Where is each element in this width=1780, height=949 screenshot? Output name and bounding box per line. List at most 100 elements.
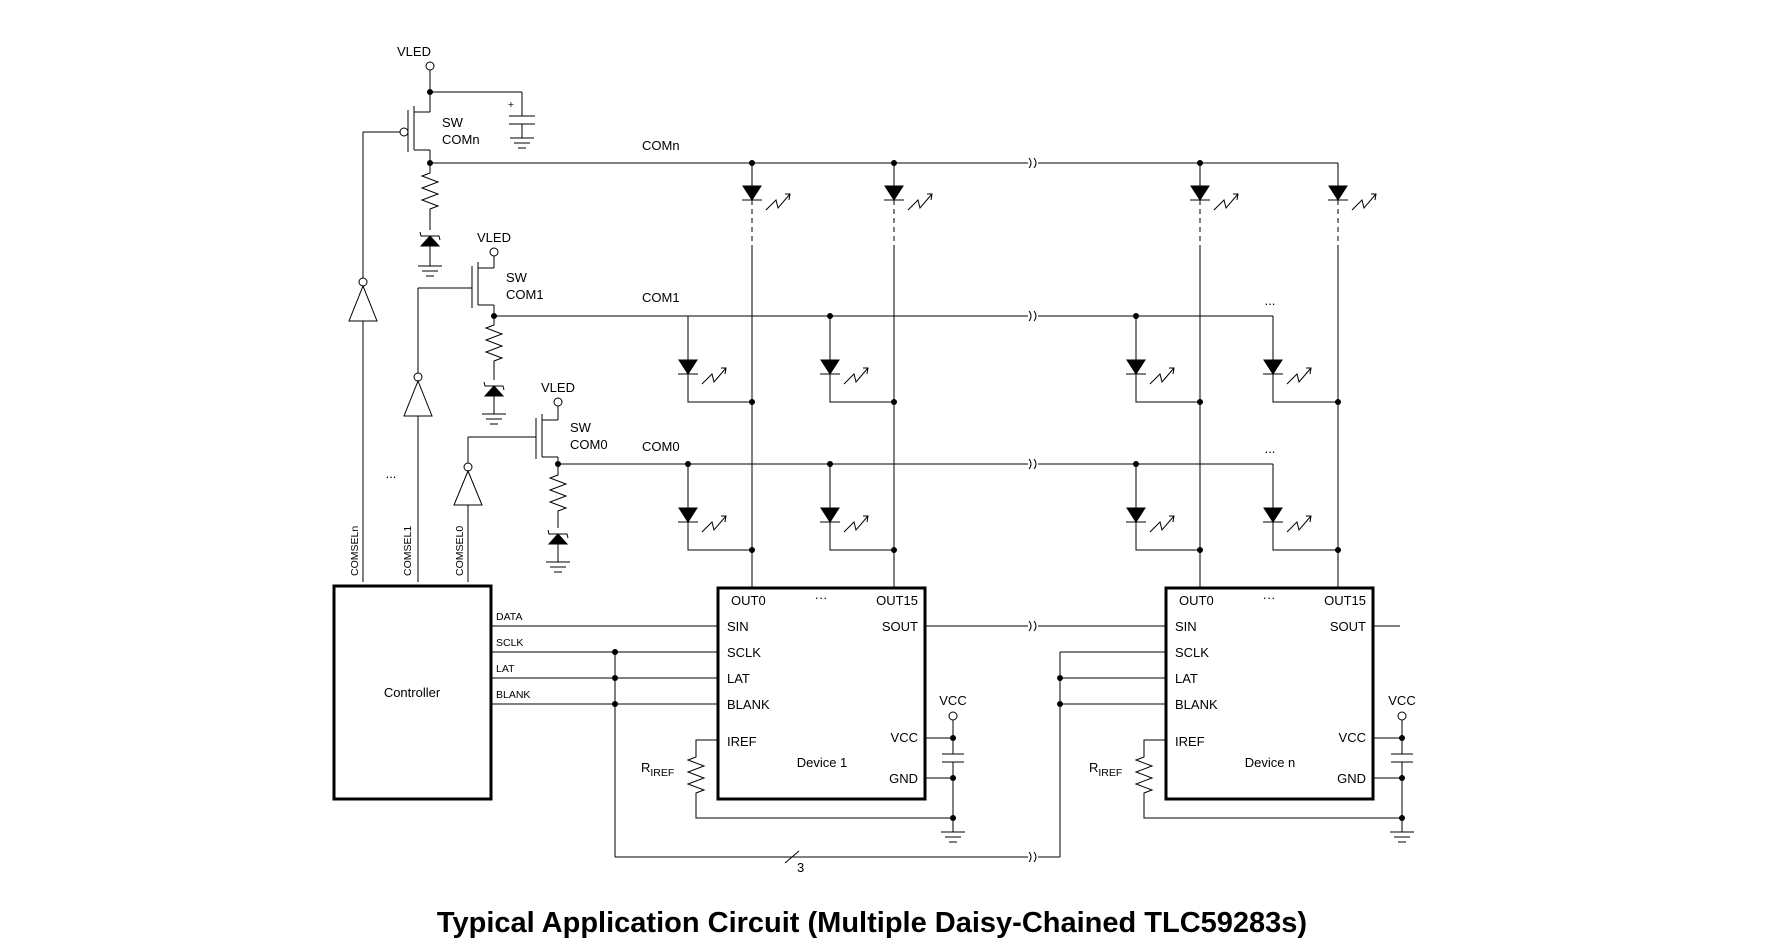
svg-text:IREF: IREF (1175, 734, 1205, 749)
vcc-decoupling: VCC (1373, 693, 1416, 843)
led-row-com0 (677, 461, 1341, 553)
svg-text:RIREF: RIREF (641, 760, 674, 779)
svg-text:SCLK: SCLK (727, 645, 761, 660)
zener-diode-icon (419, 231, 441, 247)
device-1: OUT0 ··· OUT15 SIN SOUT SCLK LAT BLANK I… (641, 586, 967, 843)
gate-driver-n (348, 277, 378, 582)
rail-comn-label: COMn (642, 138, 680, 153)
svg-text:IREF: IREF (727, 734, 757, 749)
gate-driver-1 (403, 372, 433, 582)
vcc-terminal (948, 711, 958, 721)
svg-text:SW: SW (442, 115, 464, 130)
controller-box (332, 584, 493, 801)
rail-com1-label: COM1 (642, 290, 680, 305)
ground-icon (509, 137, 535, 149)
inverter-icon (348, 284, 378, 322)
svg-text:OUT0: OUT0 (1179, 593, 1214, 608)
wire-break-icon (1028, 620, 1037, 632)
led-row-com1 (677, 313, 1341, 405)
column-lines (751, 246, 1339, 588)
svg-text:···: ··· (1263, 590, 1276, 605)
comsel-ellipsis: ... (386, 466, 397, 481)
ground-icon (940, 831, 966, 843)
led-icon (1262, 359, 1312, 385)
vled-label: VLED (477, 230, 511, 245)
device-1-box (716, 586, 927, 801)
bulk-capacitor: + (508, 99, 535, 149)
svg-text:SOUT: SOUT (1330, 619, 1366, 634)
device-n: OUT0 ··· OUT15 SIN SOUT SCLK LAT BLANK I… (1089, 586, 1416, 843)
svg-text:COMn: COMn (442, 132, 480, 147)
svg-text:SIN: SIN (727, 619, 749, 634)
figure-title: Typical Application Circuit (Multiple Da… (437, 907, 1307, 939)
led-row-comn (741, 160, 1377, 246)
vcc-terminal (1397, 711, 1407, 721)
vled-label: VLED (397, 44, 431, 59)
controller: Controller DATA SCLK LAT BLANK (332, 584, 530, 801)
vled-terminal (553, 397, 563, 407)
ground-icon (481, 413, 507, 425)
led-icon (677, 359, 727, 385)
svg-text:VCC: VCC (939, 693, 966, 708)
svg-text:...: ... (1265, 293, 1276, 308)
rail-com0: COM0 (558, 439, 1273, 470)
svg-text:OUT0: OUT0 (731, 593, 766, 608)
svg-text:...: ... (1265, 441, 1276, 456)
led-icon (1189, 185, 1239, 211)
lat-label: LAT (496, 663, 515, 675)
gate-bubble-icon (399, 127, 409, 137)
ground-icon (1389, 831, 1415, 843)
vcc-decoupling: VCC (925, 693, 967, 843)
vled-label: VLED (541, 380, 575, 395)
device-1-name: Device 1 (797, 755, 848, 770)
zener-diode-icon (547, 529, 569, 545)
svg-text:SW: SW (570, 420, 592, 435)
rail-comn: COMn (430, 138, 1338, 169)
switch-com1: VLED SW COM1 (417, 230, 544, 425)
inverter-icon (453, 469, 483, 506)
svg-text:VCC: VCC (891, 730, 918, 745)
svg-text:VCC: VCC (1339, 730, 1366, 745)
svg-text:+: + (508, 99, 514, 111)
gate-driver-0 (453, 462, 483, 582)
device-n-name: Device n (1245, 755, 1296, 770)
led-icon (1125, 359, 1175, 385)
svg-text:SIN: SIN (1175, 619, 1197, 634)
led-icon (741, 185, 791, 211)
svg-text:VCC: VCC (1388, 693, 1415, 708)
sclk-label: SCLK (496, 637, 523, 649)
inverter-icon (403, 379, 433, 417)
data-label: DATA (496, 611, 522, 623)
led-icon (1327, 185, 1377, 211)
wire-break-icon (1028, 310, 1037, 322)
svg-text:SW: SW (506, 270, 528, 285)
iref-resistor: RIREF (1089, 739, 1402, 819)
vled-terminal (425, 61, 435, 71)
controller-label: Controller (384, 685, 441, 700)
rail-com1: COM1 (494, 290, 1273, 322)
svg-text:SOUT: SOUT (882, 619, 918, 634)
svg-text:LAT: LAT (1175, 671, 1198, 686)
comsel-n-label: COMSELn (349, 526, 361, 576)
switch-comn: VLED + SW COMn (362, 44, 535, 278)
svg-text:LAT: LAT (727, 671, 750, 686)
wire-break-icon (1028, 851, 1037, 863)
comsel-1-label: COMSEL1 (402, 526, 414, 576)
svg-text:RIREF: RIREF (1089, 760, 1122, 779)
led-icon (819, 359, 869, 385)
iref-resistor: RIREF (641, 739, 953, 819)
led-icon (883, 185, 933, 211)
svg-text:GND: GND (1337, 771, 1366, 786)
switch-com0: VLED SW COM0 (467, 380, 608, 573)
ground-icon (545, 561, 571, 573)
bus-count-label: 3 (797, 860, 804, 875)
comsel-0-label: COMSEL0 (454, 526, 466, 576)
wire-break-icon (1028, 157, 1037, 169)
device-n-box (1164, 586, 1375, 801)
rail-com0-label: COM0 (642, 439, 680, 454)
svg-text:COM1: COM1 (506, 287, 544, 302)
svg-text:···: ··· (815, 590, 828, 605)
led-icon (819, 507, 869, 533)
svg-text:OUT15: OUT15 (876, 593, 918, 608)
